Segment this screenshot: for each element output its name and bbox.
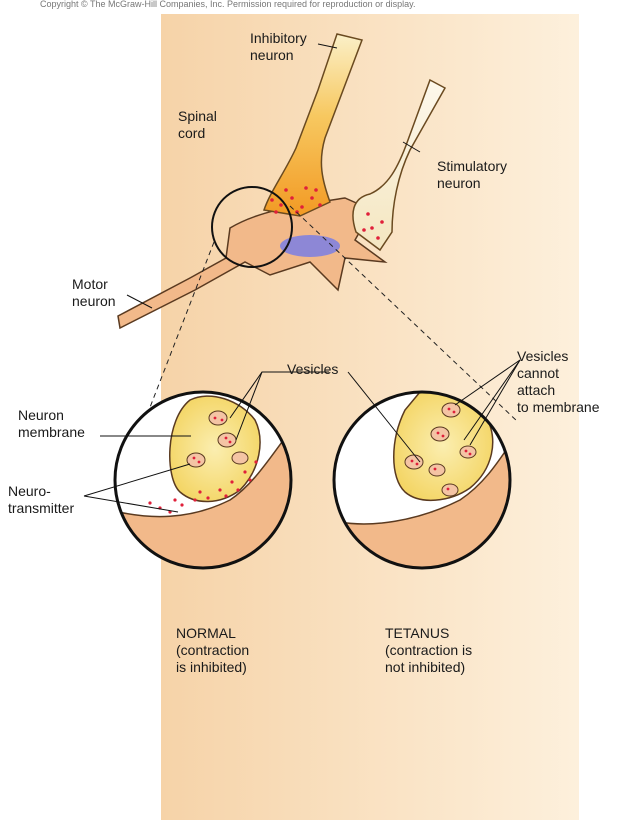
label-motor-neuron: Motor neuron	[72, 276, 116, 310]
motor-nucleus	[280, 235, 340, 257]
label-vesicles: Vesicles	[287, 361, 338, 378]
caption-normal: NORMAL (contraction is inhibited)	[176, 625, 249, 676]
label-vesicles-cannot-attach: Vesicles cannot attach to membrane	[517, 348, 599, 416]
label-neurotransmitter: Neuro- transmitter	[8, 483, 74, 517]
label-neuron-membrane: Neuron membrane	[18, 407, 85, 441]
label-spinal-cord: Spinal cord	[178, 108, 217, 142]
caption-tetanus: TETANUS (contraction is not inhibited)	[385, 625, 472, 676]
label-stimulatory-neuron: Stimulatory neuron	[437, 158, 507, 192]
label-inhibitory-neuron: Inhibitory neuron	[250, 30, 307, 64]
